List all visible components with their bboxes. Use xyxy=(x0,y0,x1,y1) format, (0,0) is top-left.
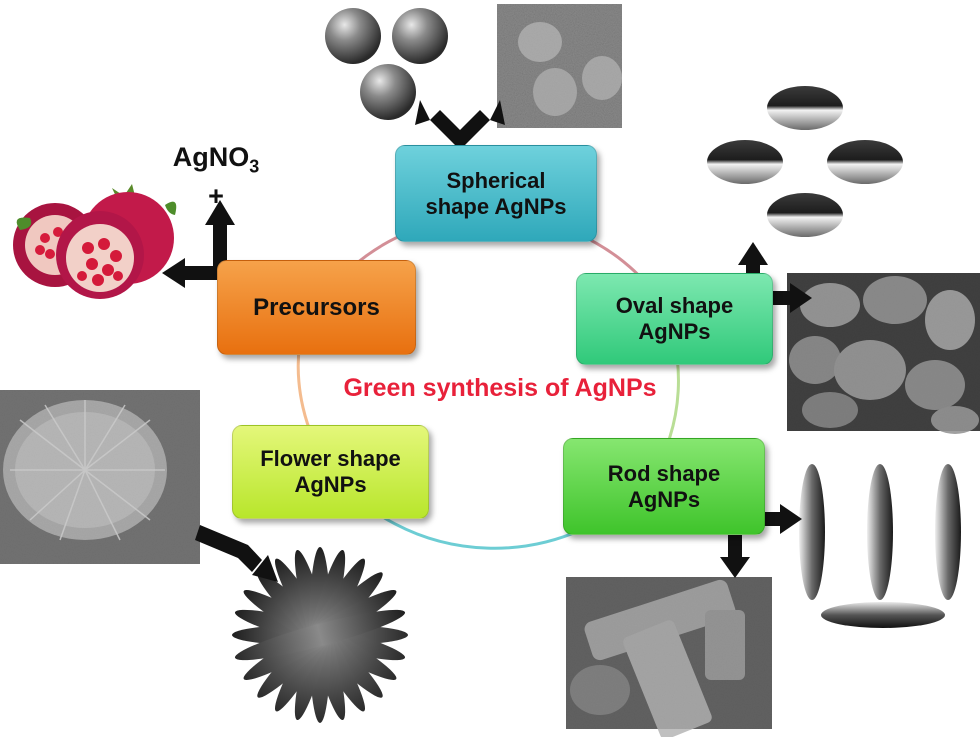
sphere-particle xyxy=(325,8,381,64)
formula-subscript: 3 xyxy=(249,156,260,177)
oval-particles xyxy=(707,86,903,237)
flower-sem-image xyxy=(0,390,200,564)
precursor-formula: AgNO3 + xyxy=(156,142,276,211)
center-label: Green synthesis of AgNPs xyxy=(343,374,657,402)
arrow-spherical xyxy=(415,100,505,150)
rod-sem-image xyxy=(566,577,772,737)
rod-particles xyxy=(799,464,961,628)
node-precursors: Precursors xyxy=(217,260,416,355)
node-flower-label: Flower shape AgNPs xyxy=(260,446,401,497)
oval-particle xyxy=(767,193,843,237)
plus-sign: + xyxy=(208,181,224,212)
rod-particle xyxy=(821,602,945,628)
node-spherical: Spherical shape AgNPs xyxy=(395,145,597,242)
arrow-flower xyxy=(195,525,278,582)
oval-particle xyxy=(827,140,903,184)
sphere-particle xyxy=(360,64,416,120)
rod-particle xyxy=(935,464,961,600)
node-rod: Rod shape AgNPs xyxy=(563,438,765,535)
rod-particle xyxy=(799,464,825,600)
node-oval-label: Oval shape AgNPs xyxy=(615,293,734,344)
sphere-particle xyxy=(392,8,448,64)
node-spherical-label: Spherical shape AgNPs xyxy=(425,167,567,219)
oval-particle xyxy=(707,140,783,184)
oval-particle xyxy=(767,86,843,130)
node-oval: Oval shape AgNPs xyxy=(576,273,773,365)
flower-particle xyxy=(232,547,408,723)
node-precursors-label: Precursors xyxy=(253,293,380,321)
spherical-sem-image xyxy=(497,4,622,128)
node-rod-label: Rod shape AgNPs xyxy=(607,460,721,512)
spherical-particles xyxy=(325,8,448,120)
rod-particle xyxy=(867,464,893,600)
arrow-precursor xyxy=(162,200,235,288)
oval-sem-image xyxy=(787,273,980,434)
node-flower: Flower shape AgNPs xyxy=(232,425,429,519)
pomegranate-image xyxy=(13,184,177,299)
formula-base: AgNO xyxy=(172,142,250,172)
